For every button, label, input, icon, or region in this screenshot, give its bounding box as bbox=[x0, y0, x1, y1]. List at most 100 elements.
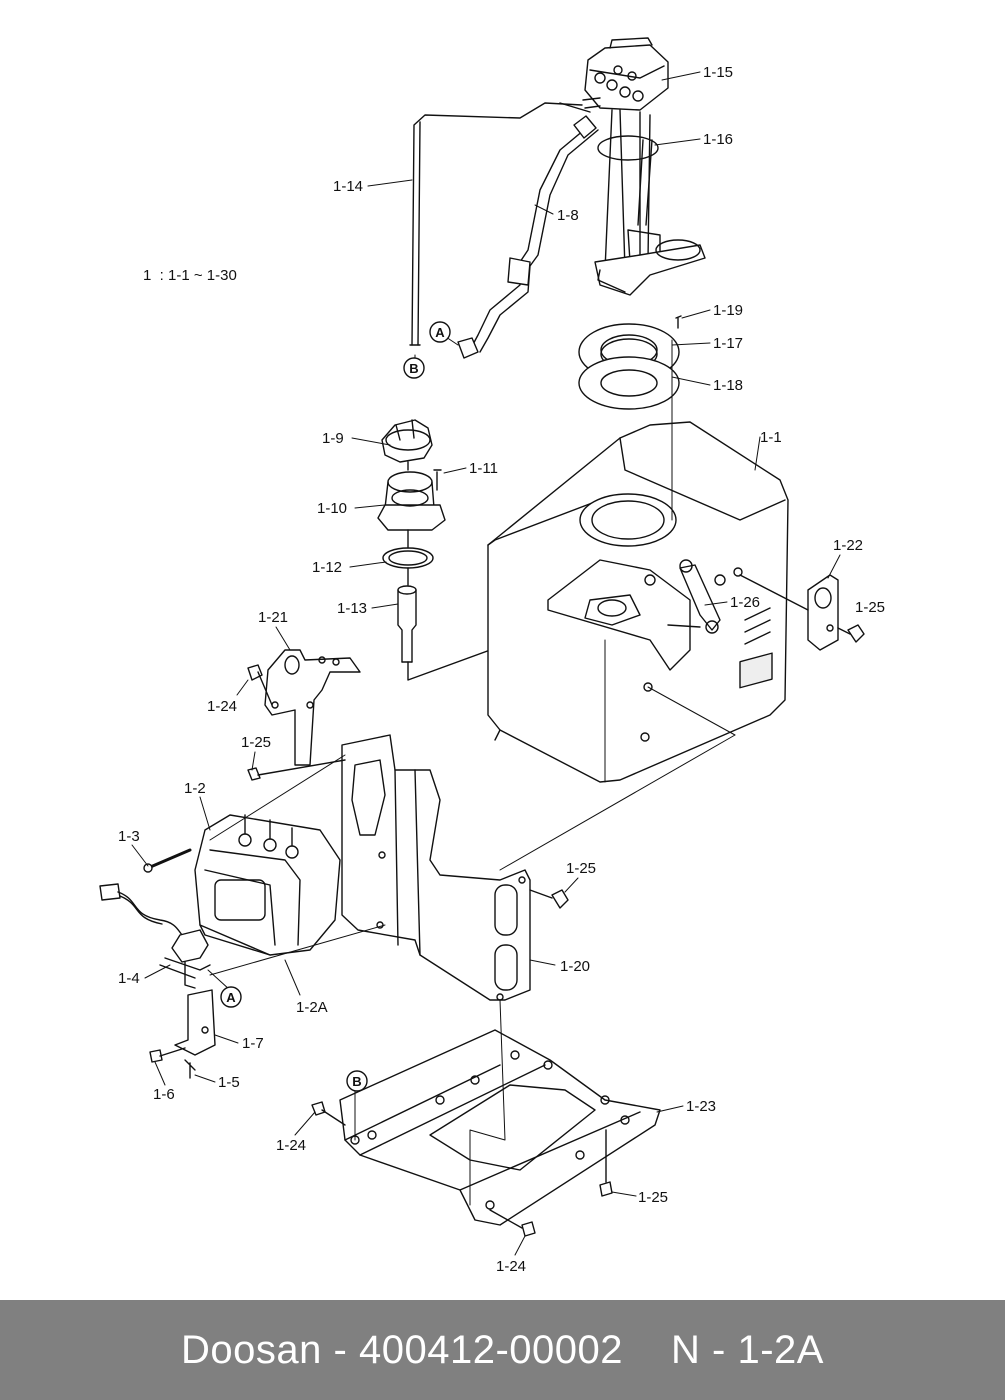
label-1-2A: 1-2A bbox=[296, 999, 328, 1016]
assembly-line-valve bbox=[207, 924, 386, 991]
hose-fitting bbox=[573, 115, 597, 139]
label-1-9: 1-9 bbox=[322, 430, 344, 447]
bracket-1-21 bbox=[264, 649, 361, 766]
footer-reference: N - 1-2A bbox=[671, 1327, 824, 1372]
label-1-21: 1-21 bbox=[258, 609, 288, 626]
label-1-7: 1-7 bbox=[242, 1035, 264, 1052]
footer-separator bbox=[322, 1328, 334, 1373]
label-1-2: 1-2 bbox=[184, 780, 206, 797]
label-1-4: 1-4 bbox=[118, 970, 140, 987]
line-1-22 bbox=[739, 574, 809, 611]
pump-unit-1-2 bbox=[194, 814, 341, 956]
assembly-line-base bbox=[469, 999, 506, 1206]
callout-circle-b-lower bbox=[346, 1070, 368, 1092]
label-1-12: 1-12 bbox=[312, 559, 342, 576]
filler-neck-1-10 bbox=[377, 471, 446, 531]
label-1-24-lower: 1-24 bbox=[496, 1258, 526, 1275]
footer-brand: Doosan bbox=[181, 1327, 322, 1372]
line-1-24a bbox=[257, 671, 273, 706]
label-1-23: 1-23 bbox=[686, 1098, 716, 1115]
label-1-13: 1-13 bbox=[337, 600, 367, 617]
bolt-1-25c bbox=[551, 889, 569, 909]
callout-a-lower: A bbox=[226, 990, 236, 1005]
label-1-14: 1-14 bbox=[333, 178, 363, 195]
label-1-3: 1-3 bbox=[118, 828, 140, 845]
label-1-25-bracket: 1-25 bbox=[241, 734, 271, 751]
label-1-16: 1-16 bbox=[703, 131, 733, 148]
level-gauge-1-26 bbox=[667, 559, 721, 634]
filler-cap-1-9 bbox=[381, 419, 433, 463]
bolt-1-3-head bbox=[143, 863, 153, 873]
hose-1-8 bbox=[469, 124, 591, 351]
line-1-25a bbox=[837, 627, 851, 635]
footer-space bbox=[347, 1328, 359, 1373]
hose-1-14 bbox=[411, 102, 583, 346]
line-1-24b bbox=[321, 1109, 346, 1126]
line-1-25c bbox=[529, 889, 553, 899]
label-1-8: 1-8 bbox=[557, 207, 579, 224]
assembly-line-pump bbox=[209, 754, 346, 841]
hose-1-8-edge bbox=[479, 129, 599, 353]
bracket-1-7 bbox=[174, 989, 216, 1056]
label-1-22: 1-22 bbox=[833, 537, 863, 554]
bolt-1-25d bbox=[599, 1181, 613, 1197]
gasket-1-18 bbox=[578, 356, 680, 410]
tank-1-1 bbox=[487, 421, 789, 783]
label-1-11: 1-11 bbox=[469, 460, 498, 477]
callout-circle-b-upper bbox=[403, 357, 425, 379]
bolt-1-24a bbox=[247, 664, 263, 681]
bracket-1-20 bbox=[341, 734, 531, 1001]
label-1-24-base: 1-24 bbox=[276, 1137, 306, 1154]
exploded-parts-diagram: A B A B 1 : 1-1 ~ 1-30 1-15 1-16 1-14 1-… bbox=[99, 37, 885, 1275]
assembly-line-tank-bracket bbox=[499, 734, 736, 871]
label-1-18: 1-18 bbox=[713, 377, 743, 394]
o-ring-1-12-inner bbox=[388, 550, 428, 566]
label-1-5: 1-5 bbox=[218, 1074, 240, 1091]
hose-sleeve bbox=[507, 257, 531, 286]
sender-unit-1-15 bbox=[582, 37, 669, 111]
label-1-6: 1-6 bbox=[153, 1086, 175, 1103]
callout-b-upper: B bbox=[409, 361, 418, 376]
hose-1-14-edge bbox=[417, 121, 421, 346]
label-1-15: 1-15 bbox=[703, 64, 733, 81]
leader-lines bbox=[131, 71, 841, 1256]
screw-1-11 bbox=[433, 469, 442, 491]
range-note: 1 : 1-1 ~ 1-30 bbox=[143, 267, 237, 284]
bolt-1-3 bbox=[146, 848, 192, 870]
label-1-26: 1-26 bbox=[730, 594, 760, 611]
assembly-line-tank-bracket-2 bbox=[647, 686, 736, 736]
strainer-1-13 bbox=[397, 585, 417, 663]
callout-circle-a-upper bbox=[429, 321, 451, 343]
label-1-25-base: 1-25 bbox=[638, 1189, 668, 1206]
label-1-25-tank: 1-25 bbox=[855, 599, 885, 616]
bolt-1-24c bbox=[521, 1221, 536, 1237]
bolt-1-6 bbox=[149, 1049, 163, 1063]
hose-lead bbox=[559, 102, 591, 113]
label-1-19: 1-19 bbox=[713, 302, 743, 319]
label-1-1: 1-1 bbox=[760, 429, 782, 446]
bolt-1-5 bbox=[184, 1059, 196, 1079]
line-1-6 bbox=[159, 1047, 186, 1057]
o-ring-1-16 bbox=[597, 135, 659, 161]
bolt-1-19 bbox=[675, 315, 682, 329]
hose-elbow bbox=[457, 337, 479, 359]
bolt-1-25b bbox=[247, 767, 261, 781]
label-1-24-upper: 1-24 bbox=[207, 698, 237, 715]
callout-circle-a-lower bbox=[220, 986, 242, 1008]
label-1-20: 1-20 bbox=[560, 958, 590, 975]
bolt-1-25a bbox=[847, 624, 865, 643]
line-1-25b bbox=[257, 759, 346, 776]
label-1-10: 1-10 bbox=[317, 500, 347, 517]
base-plate-1-23 bbox=[339, 1029, 661, 1226]
label-1-17: 1-17 bbox=[713, 335, 743, 352]
label-1-25-side: 1-25 bbox=[566, 860, 596, 877]
bracket-1-22 bbox=[807, 574, 839, 651]
footer-dash: - bbox=[333, 1327, 348, 1372]
solenoid-valve-1-4 bbox=[99, 883, 211, 989]
callout-a-upper: A bbox=[435, 325, 445, 340]
line-1-24c bbox=[489, 1209, 523, 1229]
footer-part-number: 400412-00002 bbox=[358, 1327, 624, 1372]
footer-bar: Doosan - 400412-00002 N - 1-2A bbox=[0, 1300, 1005, 1400]
callout-b-lower: B bbox=[352, 1074, 361, 1089]
